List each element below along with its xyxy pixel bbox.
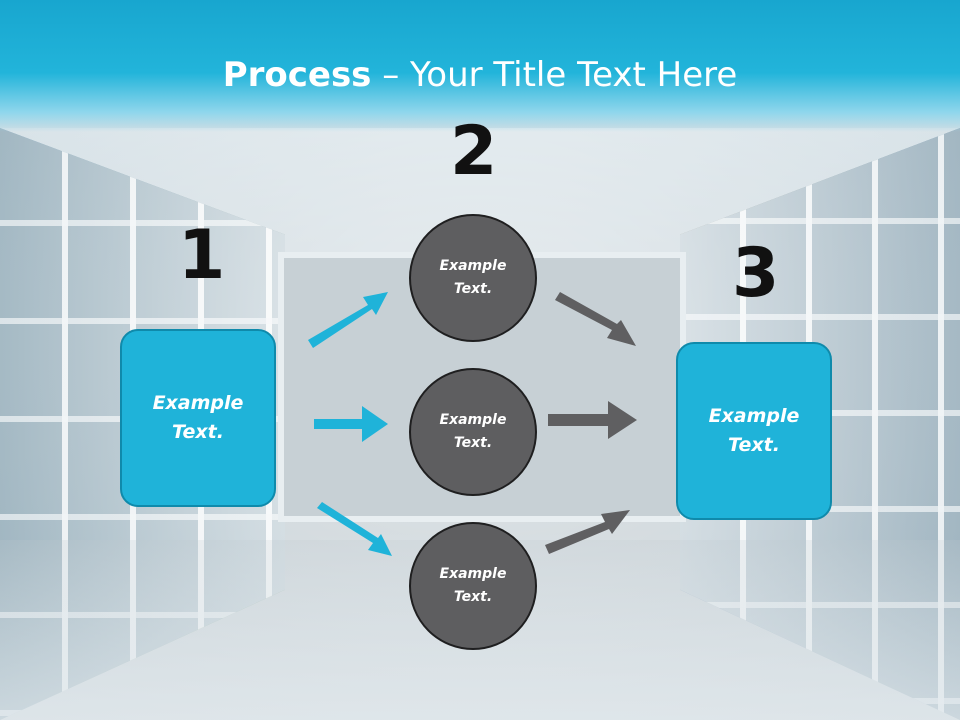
circle-top-line1: Example	[439, 258, 507, 274]
circle-top-line2: Text.	[453, 281, 493, 297]
circle-middle-line2: Text.	[453, 435, 493, 451]
arrow-gray-down	[555, 292, 636, 346]
arrow-blue-down	[317, 502, 392, 556]
circle-top-text: Example Text.	[428, 255, 518, 301]
step1-box-line1: Example	[152, 392, 244, 414]
circle-bottom-line2: Text.	[453, 589, 493, 605]
circle-middle-line1: Example	[439, 412, 507, 428]
blue-arrows	[308, 292, 392, 556]
step2-circle-bottom: Example Text.	[409, 522, 537, 650]
arrow-blue-right	[314, 406, 388, 442]
arrow-gray-right	[548, 401, 637, 439]
circle-bottom-text: Example Text.	[428, 563, 518, 609]
step-number-1: 1	[178, 216, 226, 295]
gray-arrows	[545, 292, 637, 554]
step1-box-line2: Text.	[172, 421, 224, 443]
step3-box: Example Text.	[676, 342, 832, 520]
step3-box-line2: Text.	[728, 434, 780, 456]
slide-title: Process – Your Title Text Here	[0, 52, 960, 98]
title-rest: – Your Title Text Here	[371, 55, 738, 95]
circle-bottom-line1: Example	[439, 566, 507, 582]
step1-box: Example Text.	[120, 329, 276, 507]
step-number-2: 2	[450, 112, 498, 191]
step1-box-text: Example Text.	[138, 389, 258, 447]
title-bar	[0, 0, 960, 132]
step2-circle-middle: Example Text.	[409, 368, 537, 496]
step-number-3: 3	[732, 234, 780, 313]
circle-middle-text: Example Text.	[428, 409, 518, 455]
step2-circle-top: Example Text.	[409, 214, 537, 342]
arrow-gray-up	[545, 510, 630, 554]
step3-box-line1: Example	[708, 405, 800, 427]
title-bold: Process	[222, 55, 372, 95]
arrow-blue-up	[308, 292, 388, 348]
step3-box-text: Example Text.	[694, 402, 814, 460]
